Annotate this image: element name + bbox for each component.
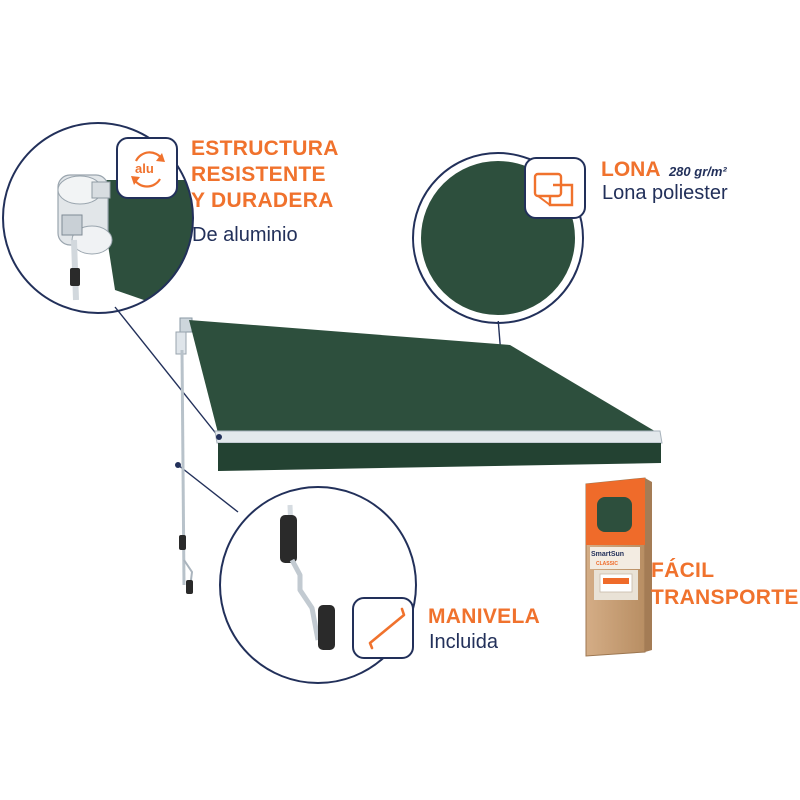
product-box [585,477,652,657]
lona-subtitle: Lona poliester [602,182,728,204]
alu-icon-label: alu [135,161,154,176]
crank-handle-icon [352,597,414,659]
box-model-label: CLASSIC [596,561,618,567]
transport-title-line-2: TRANSPORTE [651,586,799,609]
manivela-title: MANIVELA [428,605,541,628]
structure-title-line-3: Y DURADERA [191,189,334,212]
awning-front-bar [214,430,663,444]
transport-title: FÁCIL TRANSPORTE [651,557,799,611]
lona-title: LONA [601,158,661,181]
aluminium-recycle-icon: alu [116,137,178,199]
structure-title: ESTRUCTURA RESISTENTE Y DURADERA [191,136,339,214]
lona-weight: 280 gr/m² [668,164,727,179]
lona-heading: LONA 280 gr/m² [601,158,727,182]
transport-title-line-1: FÁCIL [651,559,715,582]
structure-subtitle: De aluminio [192,224,298,246]
box-brand-label: SmartSun [591,551,625,558]
structure-detail-circle [2,122,194,314]
awning-valance [218,443,661,471]
awning-canopy [189,320,658,433]
fabric-layers-icon [524,157,586,219]
manivela-subtitle: Incluida [429,631,498,653]
structure-title-line-2: RESISTENTE [191,163,326,186]
structure-title-line-1: ESTRUCTURA [191,137,339,160]
awning [175,317,663,594]
